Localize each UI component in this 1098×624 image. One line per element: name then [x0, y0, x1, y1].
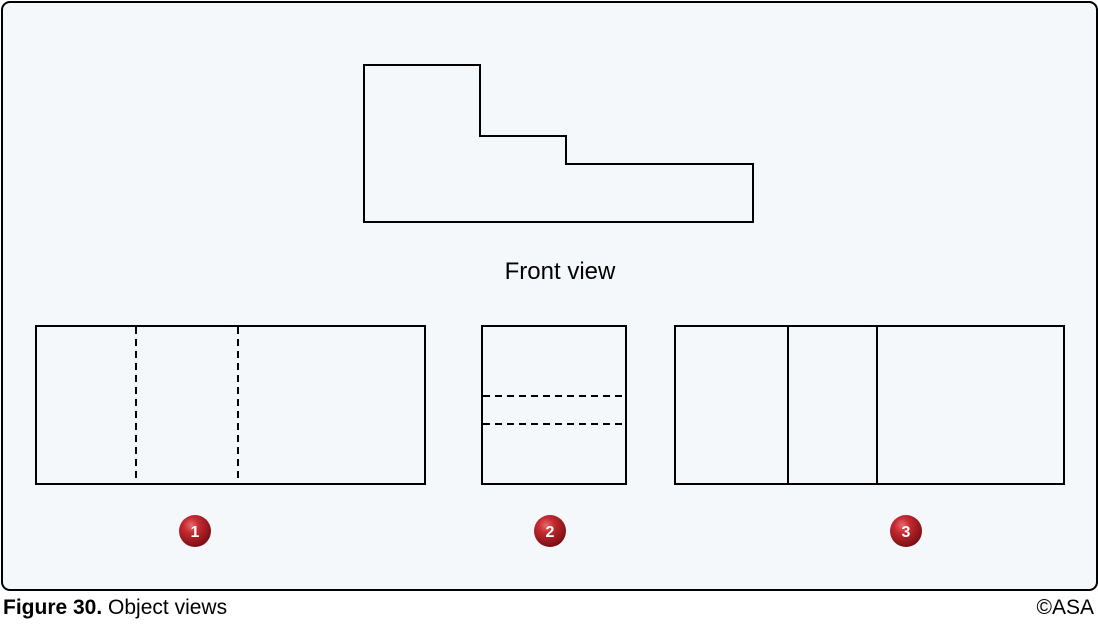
option-2-number: 2: [546, 524, 555, 541]
figure-caption: Figure 30. Object views: [3, 596, 227, 620]
option-3-number: 3: [902, 524, 911, 541]
option-3-badge-circle: [890, 515, 922, 547]
object-views-diagram: Front view 1 2 3: [1, 1, 1098, 591]
option-1-badge-circle: [179, 515, 211, 547]
option-1-badge: 1: [179, 515, 211, 547]
option-3-view: [674, 325, 1065, 485]
option-1-outline: [35, 325, 426, 485]
figure-number: Figure 30.: [3, 596, 103, 619]
front-view-label: Front view: [505, 258, 616, 285]
option-2-view: [481, 325, 627, 485]
panel-border: [1, 1, 1098, 591]
option-2-outline: [481, 325, 627, 485]
option-2-badge-circle: [534, 515, 566, 547]
option-3-badge: 3: [890, 515, 922, 547]
option-2-badge: 2: [534, 515, 566, 547]
copyright-notice: ©ASA: [1036, 596, 1095, 619]
figure-title: Object views: [108, 596, 228, 619]
option-3-outline: [674, 325, 1065, 485]
option-1-view: [35, 325, 426, 485]
figure-panel: Front view 1 2 3: [1, 1, 1098, 591]
front-view-outline: [363, 64, 754, 223]
option-1-number: 1: [191, 524, 200, 541]
